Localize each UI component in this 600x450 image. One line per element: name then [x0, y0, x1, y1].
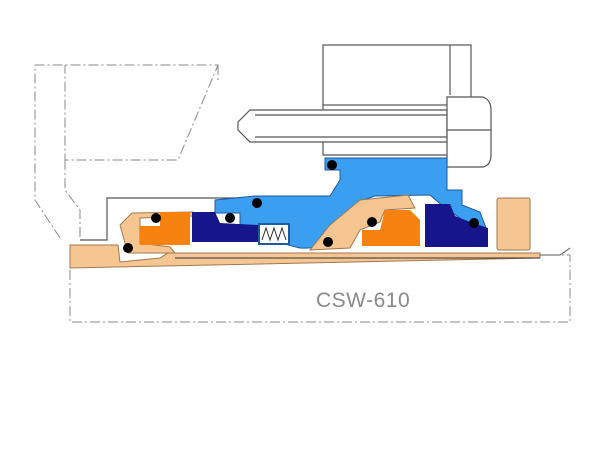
spring-icon	[261, 226, 287, 242]
shaft-end	[540, 247, 571, 256]
drive-collar	[496, 197, 531, 251]
outboard-seal-face	[362, 210, 420, 246]
o-ring	[367, 217, 377, 227]
model-label: CSW-610	[316, 289, 411, 312]
housing-outline	[34, 64, 219, 239]
o-rings	[123, 160, 479, 253]
o-ring	[123, 243, 133, 253]
outboard-seat	[425, 204, 488, 247]
o-ring	[151, 213, 161, 223]
shaft-outline	[69, 254, 571, 323]
bolt-block	[322, 44, 472, 156]
o-ring	[323, 237, 333, 247]
sleeve-inboard-collar	[119, 211, 194, 254]
o-ring	[252, 198, 262, 208]
inboard-seal-face	[140, 212, 190, 245]
inboard-seat	[192, 212, 258, 242]
o-ring	[327, 160, 337, 170]
bolt	[237, 96, 492, 168]
o-ring	[225, 213, 235, 223]
o-ring	[469, 218, 479, 228]
sleeve-outboard-hub	[308, 194, 416, 251]
